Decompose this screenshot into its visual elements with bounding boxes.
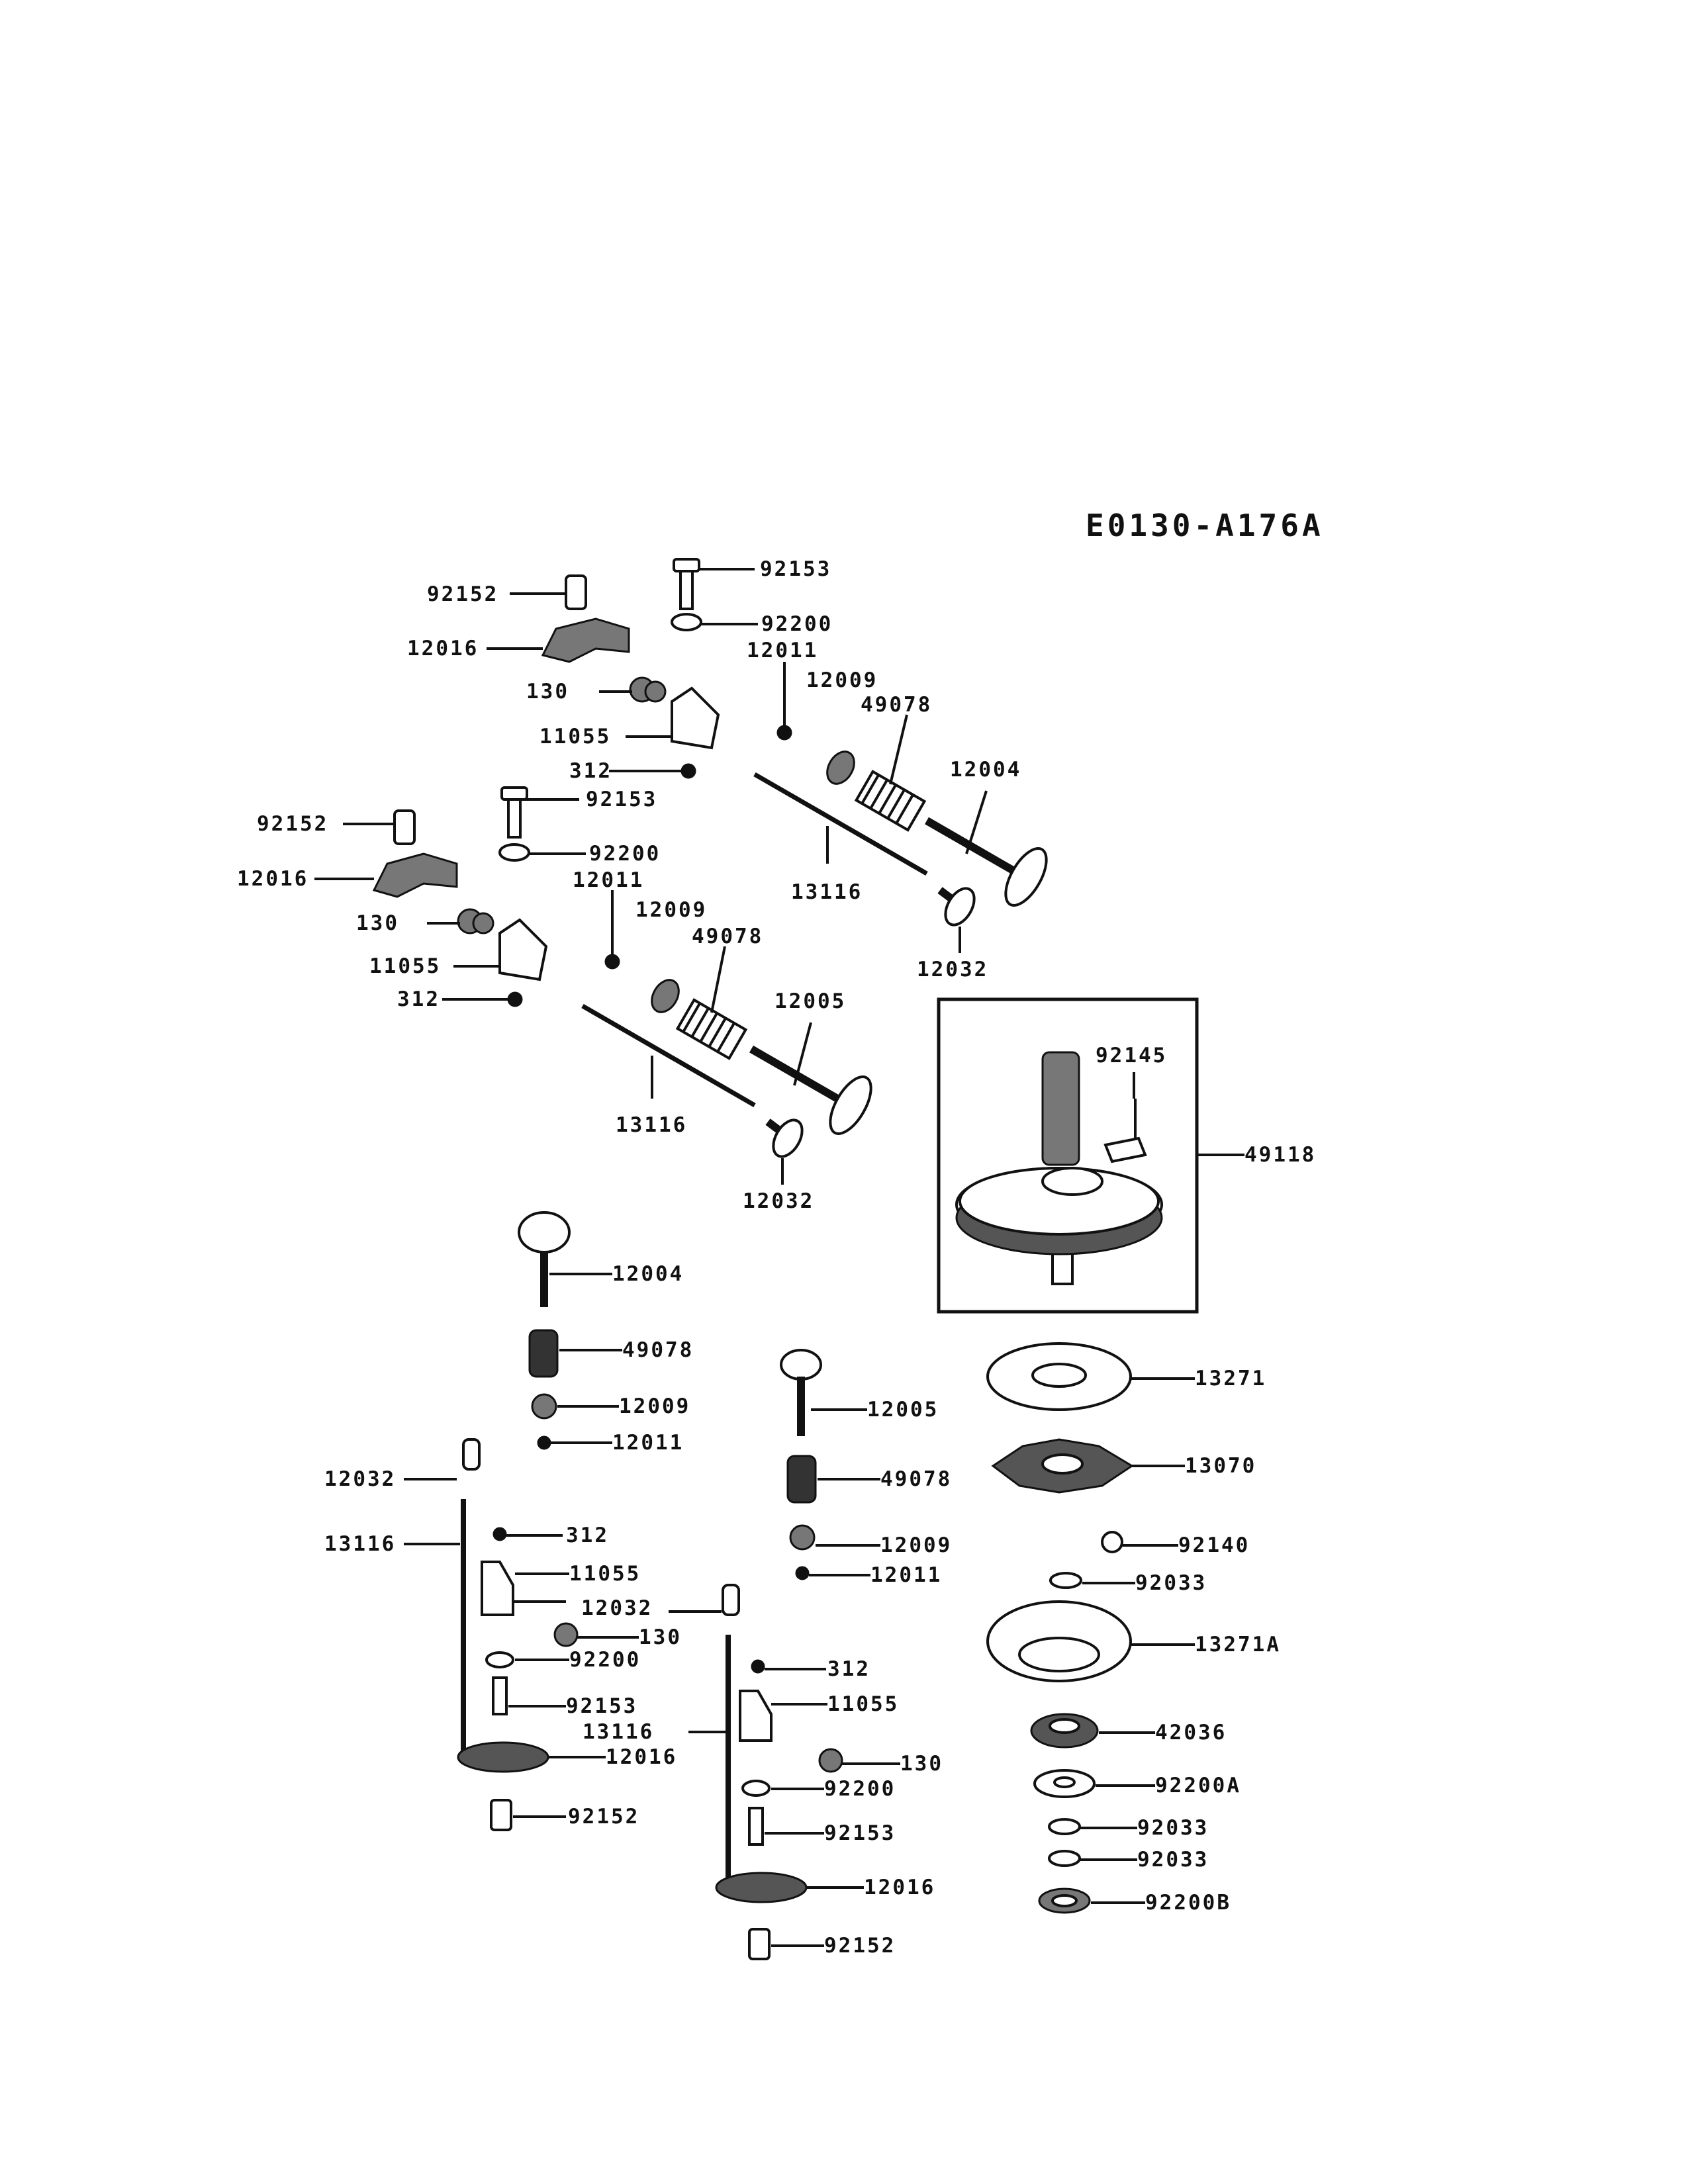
label-49078-b: 49078 (692, 925, 763, 948)
label-312-e: 312 (566, 1524, 609, 1547)
label-92140: 92140 (1178, 1533, 1250, 1557)
rocker-group-middle (715, 1584, 843, 1960)
label-13070: 13070 (1185, 1454, 1256, 1478)
rocker-group-left (457, 1438, 579, 1831)
label-12016-f: 12016 (864, 1876, 935, 1899)
governor-stack (986, 1342, 1134, 1914)
label-92153-e: 92153 (566, 1694, 637, 1718)
label-42036: 42036 (1155, 1721, 1227, 1745)
label-13271A: 13271A (1195, 1633, 1281, 1657)
label-92200-b: 92200 (589, 842, 661, 866)
label-12032-b: 12032 (743, 1189, 814, 1213)
label-130-e: 130 (639, 1625, 682, 1649)
part-labels: 92152 12016 130 11055 312 92153 92200 12… (237, 557, 1316, 1958)
label-92033-c: 92033 (1137, 1848, 1209, 1872)
label-12009-c: 12009 (619, 1394, 690, 1418)
label-11055-a: 11055 (539, 725, 611, 749)
label-12011-c: 12011 (612, 1431, 684, 1455)
valve-stack-middle (780, 1349, 822, 1580)
label-12016-e: 12016 (606, 1745, 677, 1769)
label-13116-e: 13116 (324, 1532, 396, 1556)
upper-valve-assembly (541, 558, 1048, 927)
label-11055-f: 11055 (827, 1692, 899, 1716)
lower-valve-assembly (372, 786, 872, 1158)
label-13116-a: 13116 (791, 880, 863, 904)
label-49078-a: 49078 (861, 693, 932, 717)
label-92153-f: 92153 (824, 1821, 896, 1845)
label-92200-a: 92200 (761, 612, 833, 636)
label-130-f: 130 (900, 1752, 943, 1776)
label-92033-b: 92033 (1137, 1816, 1209, 1840)
label-12004-a: 12004 (950, 758, 1021, 782)
label-12011-d: 12011 (870, 1563, 942, 1587)
label-12009-a: 12009 (806, 668, 878, 692)
label-92153-a: 92153 (760, 557, 831, 581)
label-12004-c: 12004 (612, 1262, 684, 1286)
label-49078-d: 49078 (880, 1467, 952, 1491)
label-130-a: 130 (526, 680, 569, 704)
label-13271: 13271 (1195, 1367, 1266, 1390)
label-312-a: 312 (569, 759, 612, 783)
label-12011-b: 12011 (573, 868, 644, 892)
label-12032-f: 12032 (581, 1596, 653, 1620)
label-92152-b: 92152 (257, 812, 328, 836)
label-92153-b: 92153 (586, 788, 657, 811)
label-13116-b: 13116 (616, 1113, 687, 1137)
label-92200-f: 92200 (824, 1777, 896, 1801)
label-92145: 92145 (1096, 1044, 1167, 1068)
label-12009-b: 12009 (635, 898, 707, 922)
label-49118: 49118 (1244, 1143, 1316, 1167)
label-11055-b: 11055 (369, 954, 441, 978)
label-49078-c: 49078 (622, 1338, 694, 1362)
label-312-f: 312 (827, 1657, 870, 1681)
label-130-b: 130 (356, 911, 399, 935)
leader-lines (314, 568, 1244, 1947)
label-92033-a: 92033 (1135, 1571, 1207, 1595)
valve-stack-left (518, 1211, 571, 1450)
camshaft-assembly (937, 997, 1199, 1314)
label-92152-a: 92152 (427, 582, 498, 606)
label-12009-d: 12009 (880, 1533, 952, 1557)
label-92200A: 92200A (1155, 1774, 1241, 1797)
label-12011-a: 12011 (747, 639, 818, 662)
label-92152-e: 92152 (568, 1805, 639, 1829)
label-12005-b: 12005 (774, 989, 846, 1013)
label-92152-f: 92152 (824, 1934, 896, 1958)
label-13116-f: 13116 (583, 1720, 654, 1744)
label-312-b: 312 (397, 987, 440, 1011)
label-11055-e: 11055 (569, 1562, 641, 1586)
label-12016-a: 12016 (407, 637, 479, 660)
label-92200B: 92200B (1145, 1891, 1231, 1915)
label-12005-d: 12005 (867, 1398, 939, 1422)
label-12032-a: 12032 (917, 958, 988, 981)
diagram-code: E0130-A176A (1086, 508, 1324, 543)
label-12032-e: 12032 (324, 1467, 396, 1491)
label-92200-e: 92200 (569, 1648, 641, 1672)
label-12016-b: 12016 (237, 867, 308, 891)
